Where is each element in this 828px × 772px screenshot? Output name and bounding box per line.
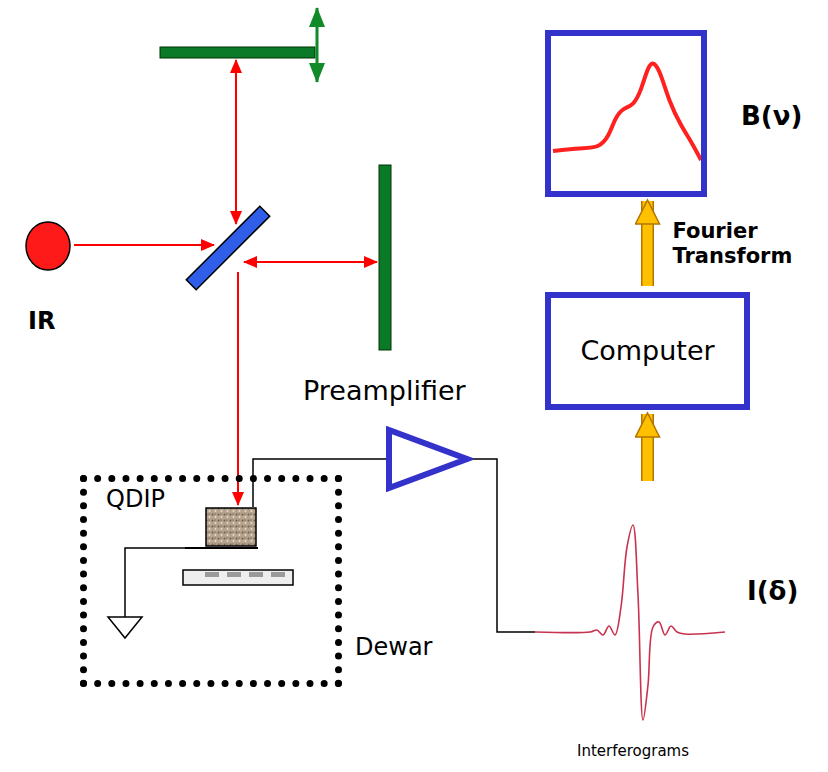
substrate [183,570,293,585]
beam-to-detector [237,272,239,505]
bottom-contact [185,547,258,549]
spectrum-label: B(ν) [741,102,802,131]
dewar-label: Dewar [355,634,432,660]
ground-wire [125,548,185,617]
ground-symbol [108,617,142,638]
dewar-box: QDIPDewar [80,475,342,687]
substrate-pads [205,572,285,577]
computer-box: Computer [545,292,750,410]
amplifier-symbol [385,426,473,492]
computer-label: Computer [580,336,714,366]
interferogram-symbol: I(δ) [747,577,798,606]
spectrum-curve [551,36,701,191]
moving-mirror [160,47,315,58]
flow-arrow [647,201,648,286]
preamplifier-label: Preamplifier [303,376,466,406]
signal-wire [469,459,535,632]
interferogram-plot: I(δ)Interferograms [535,485,725,740]
beam-to-fixed-mirror [244,261,377,263]
interferogram-trace [535,485,725,740]
spectrum-box: B(ν) [545,30,707,197]
interferogram-caption: Interferograms [577,743,689,760]
source-circle [24,220,72,272]
beam-to-moving-mirror [235,60,237,224]
mirror-motion-arrow [316,8,319,82]
source-label: IR [28,308,55,334]
flow-arrow [647,414,648,481]
detector-label: QDIP [106,487,165,511]
qdip-detector: QDIP [205,507,257,547]
signal-wire [253,459,387,507]
fixed-mirror [379,165,391,350]
preamplifier-triangle: Preamplifier [385,426,473,492]
beamsplitter [186,206,269,289]
ir-source: IR [24,220,72,272]
detector-chip [205,507,257,547]
arrow-label: Fourier Transform [673,219,821,267]
ir-beam [74,244,214,246]
